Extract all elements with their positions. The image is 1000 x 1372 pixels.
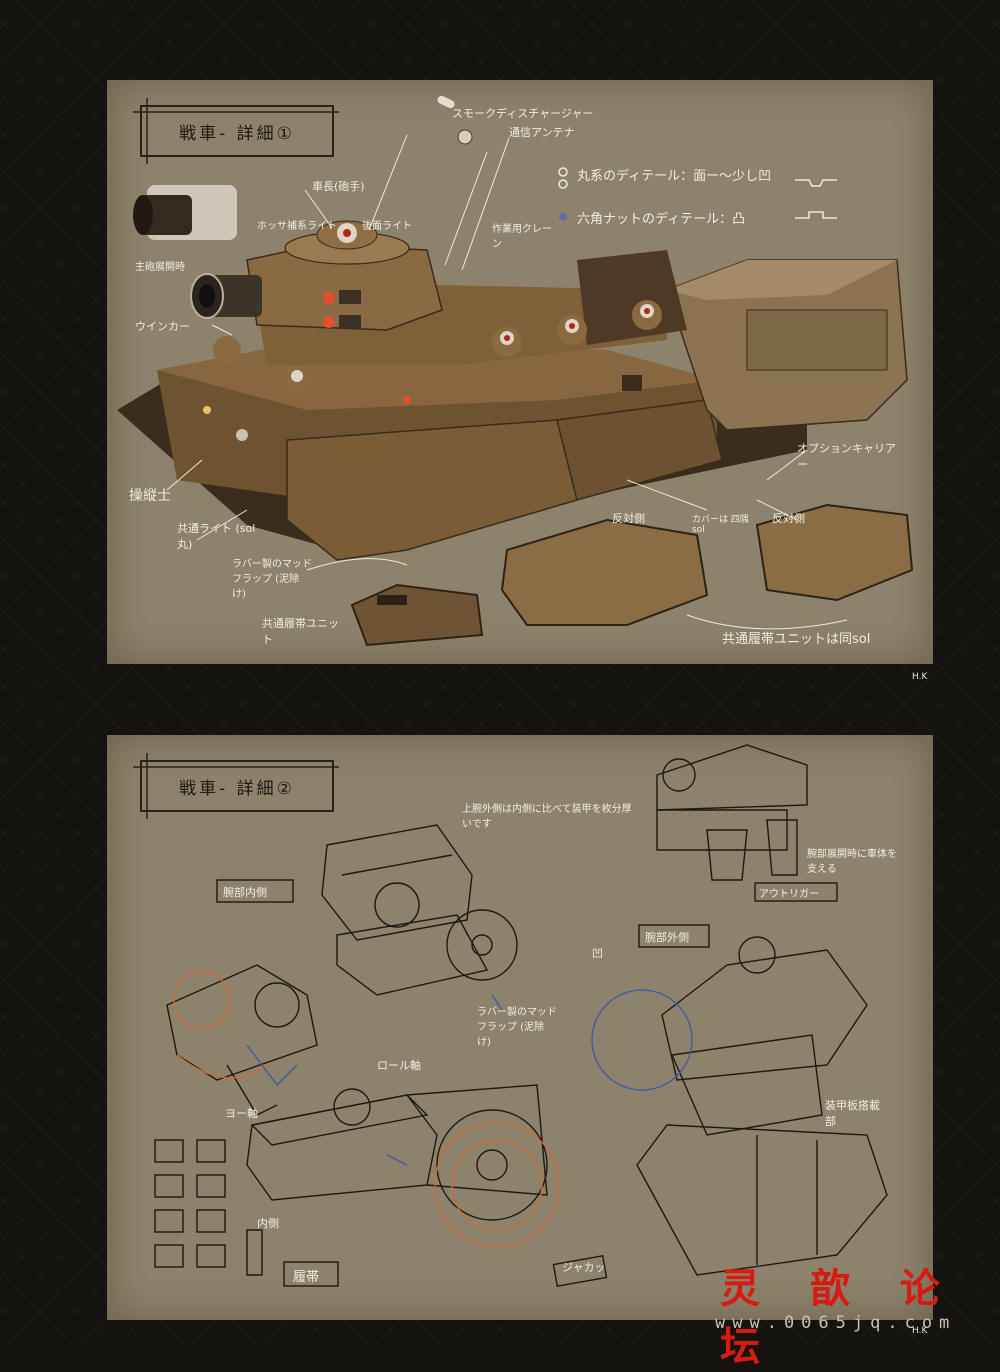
artist-credit-2: H.K — [912, 1326, 928, 1336]
legend-round-detail: 丸系のディテール：面ー〜少し凹 — [577, 169, 772, 184]
note-crane: 作業用クレーン — [492, 224, 552, 250]
note-track-unit-same: 共通履帯ユニットは同sol — [722, 632, 871, 647]
note-outrigger: アウトリガー — [759, 889, 819, 900]
note-driver: 操縦士 — [129, 488, 171, 504]
legend-hex-nut-detail: 六角ナットのディテール：凸 — [577, 212, 746, 227]
note-concave: 凹 — [592, 947, 603, 960]
tank-illustration-2 — [133, 744, 888, 1287]
artist-credit-1: H.K — [912, 672, 928, 682]
note-cover: カバーは 四隅 sol — [692, 515, 749, 535]
note-smoke-discharger: スモークディスチャージャー — [452, 107, 594, 120]
note-opposite-side-1: 反対側 — [612, 512, 645, 525]
note-mudflap-2: ラバー製のマッドフラップ (泥除け) — [477, 1007, 557, 1048]
note-main-gun: 主砲展開時 — [135, 262, 185, 273]
note-rear-light: 後面ライト — [362, 221, 412, 232]
note-deploy-support: 腕部展開時に車体を支える — [807, 849, 897, 875]
panel-title: 戦車- 詳細② — [141, 761, 333, 811]
note-arm-outer: 腕部外側 — [645, 931, 689, 944]
panel-tank-detail-2: 戦車- 詳細② 上腕外側は内側に比べて装甲を枚分厚いです 腕部内側 腕部外側 腕… — [107, 735, 933, 1320]
note-yaw-axis: ヨー軸 — [225, 1107, 258, 1120]
note-roll-axis: ロール軸 — [377, 1059, 421, 1072]
note-upper-arm: 上腕外側は内側に比べて装甲を枚分厚いです — [462, 804, 632, 830]
note-armor-mount: 装甲板搭載部 — [825, 1099, 880, 1128]
note-common-light: 共通ライト (sol 丸) — [177, 522, 256, 551]
note-track-unit: 共通履帯ユニット — [262, 617, 339, 646]
note-searchlight: ホッサ補系ライト — [257, 221, 337, 232]
note-track: 履帯 — [293, 1270, 320, 1285]
note-antenna: 通信アンテナ — [509, 126, 575, 139]
tank-illustration-1 — [117, 95, 914, 647]
note-clack-sound: ジャカッ — [562, 1261, 606, 1274]
panel-title: 戦車- 詳細① — [141, 106, 333, 156]
forum-watermark-url: www.0065jq.com — [715, 1313, 957, 1333]
note-inner: 内側 — [257, 1217, 279, 1230]
note-commander: 車長(砲手) — [312, 180, 365, 193]
note-mudflap: ラバー製のマッドフラップ (泥除け) — [232, 559, 312, 600]
panel-tank-detail-1: 戦車- 詳細① 丸系のディテール：面ー〜少し凹 六角ナットのディテール：凸 スモ… — [107, 80, 933, 664]
note-option-carrier: オプションキャリアー — [797, 442, 896, 471]
note-arm-inner: 腕部内側 — [223, 886, 267, 899]
note-winker: ウインカー — [135, 320, 190, 333]
note-opposite-side-2: 反対側 — [772, 512, 805, 525]
